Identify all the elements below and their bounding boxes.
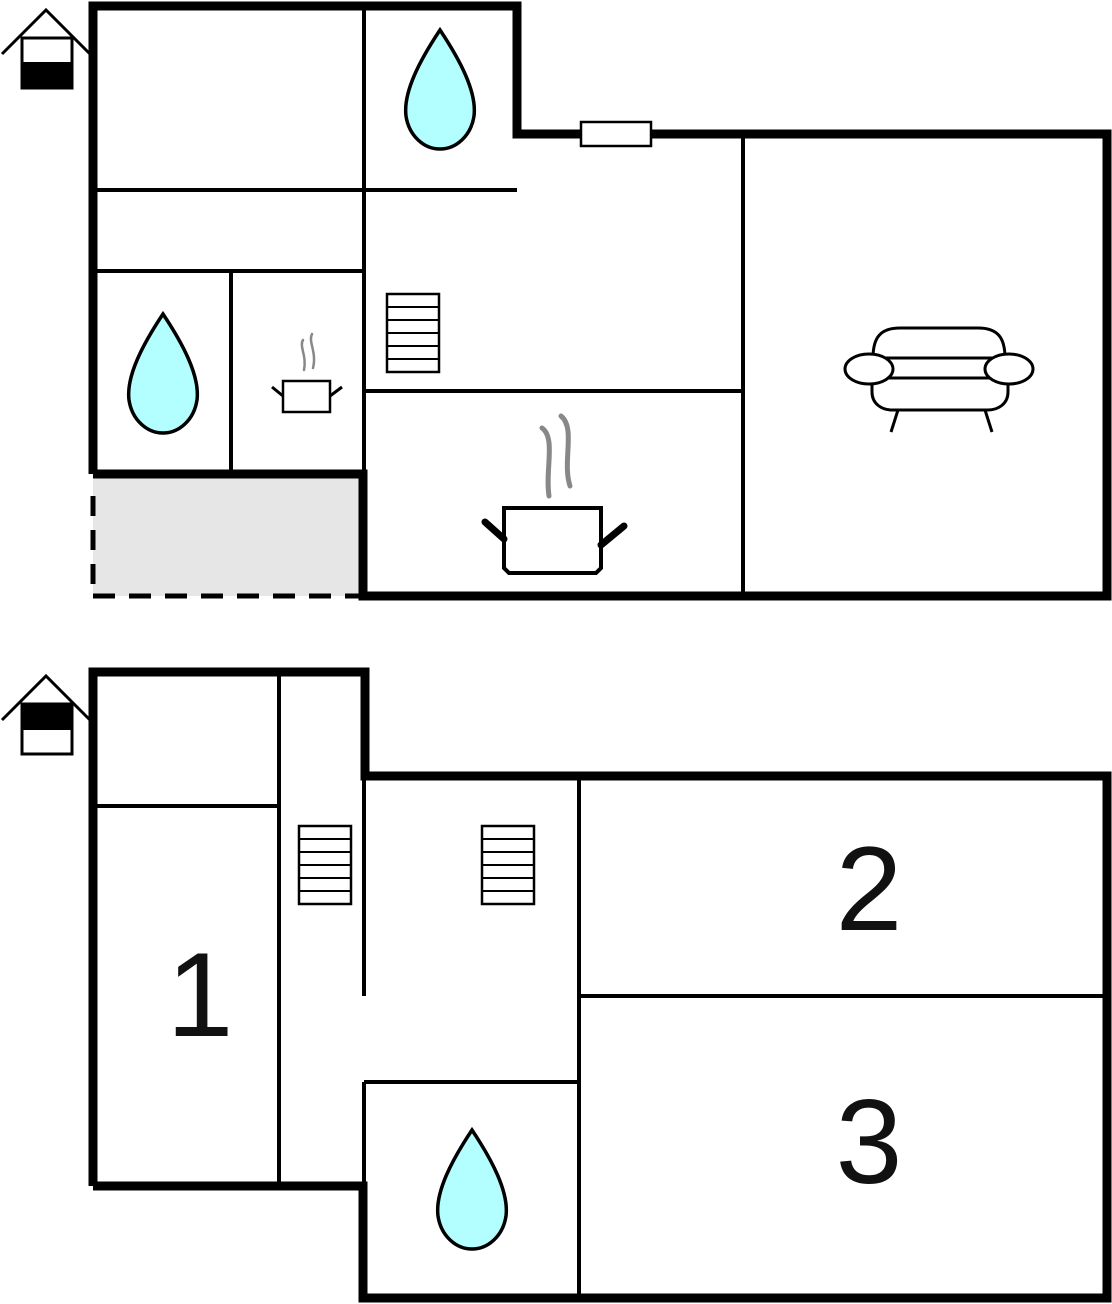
- staircase-icon: [480, 824, 536, 906]
- staircase-icon: [297, 824, 353, 906]
- interior-walls-upper: [95, 672, 1107, 1298]
- cooking-pot-icon: [481, 413, 628, 575]
- window: [579, 120, 653, 148]
- terrace: [90, 477, 363, 599]
- bedroom-1-label: 1: [167, 928, 234, 1062]
- floor-upper: 1 2 3: [0, 667, 1112, 1303]
- interior-walls-ground: [95, 8, 745, 596]
- house-floor-ground-icon: [0, 7, 92, 90]
- water-drop-icon: [403, 28, 477, 151]
- floor-ground: [0, 1, 1112, 601]
- bedroom-3-label: 3: [836, 1075, 903, 1209]
- water-drop-icon: [435, 1128, 509, 1251]
- exterior-walls-upper: [88, 667, 1112, 1303]
- cooking-pot-icon: [271, 332, 343, 414]
- bedroom-2-label: 2: [836, 822, 903, 956]
- house-floor-upper-icon: [0, 673, 92, 756]
- staircase-icon: [385, 292, 441, 374]
- sofa-icon: [843, 326, 1035, 433]
- water-drop-icon: [126, 312, 200, 435]
- exterior-walls-ground: [88, 1, 1112, 601]
